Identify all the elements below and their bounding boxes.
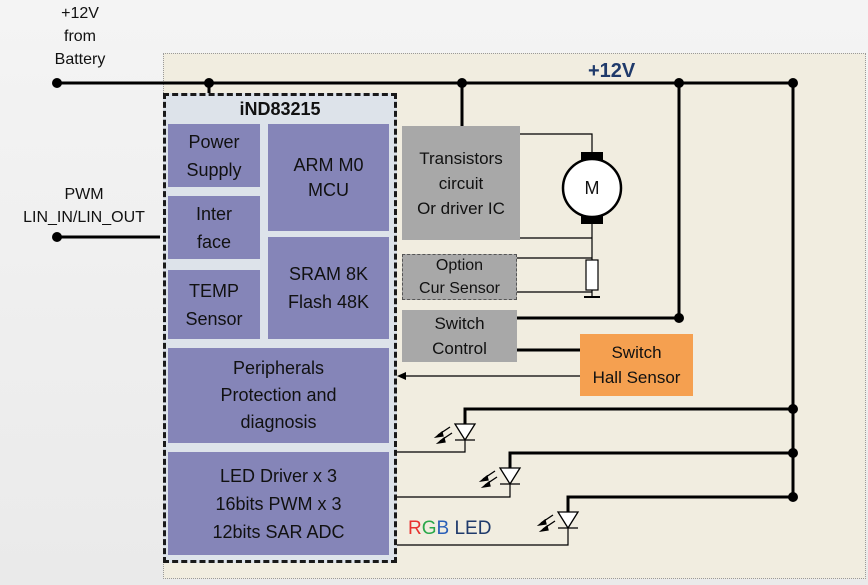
led1-cathode [397,440,466,453]
junction-dot [788,404,798,414]
switch-control-block: Switch Control [402,310,517,362]
sense-resistor [585,259,599,291]
junction-dot [788,492,798,502]
motor-label: M [584,178,600,198]
led-driver-block: LED Driver x 3 16bits PWM x 3 12bits SAR… [168,452,389,555]
led3-diode-icon [536,511,580,532]
rgb-led-text: LED [449,518,492,539]
junction-dot [674,78,684,88]
peripherals-block: Peripherals Protection and diagnosis [168,348,389,443]
rail-12v-label: +12V [588,60,636,82]
junction-dot [204,78,214,88]
led3-anode [566,495,793,512]
junction-dot [788,448,798,458]
rgb-b: B [436,518,450,539]
chip-title: iND83215 [239,99,321,119]
hall-sensor-block: Switch Hall Sensor [580,334,693,396]
temp-sensor-block: TEMP Sensor [168,270,260,339]
transistors-driver-block: Transistors circuit Or driver IC [402,126,520,240]
option-cur-sensor-block: Option Cur Sensor [402,254,517,300]
rgb-r: R [408,518,422,539]
pwm-lin-label: PWM LIN_IN/LIN_OUT [23,186,145,226]
led1-diode-icon [433,423,477,444]
arm-mcu-block: ARM M0 MCU [268,124,389,231]
interface-block: Inter face [168,196,260,259]
junction-dot [457,78,467,88]
battery-terminal-dot [52,78,62,88]
motor-symbol [561,152,623,224]
led1-anode [463,407,793,424]
led2-anode [508,451,793,468]
battery-label: +12V from Battery [54,5,106,68]
led3-cathode [397,528,569,546]
power-supply-block: Power Supply [168,124,260,187]
pwm-terminal-dot [52,232,62,242]
sram-flash-block: SRAM 8K Flash 48K [268,237,389,339]
junction-dot [674,313,684,323]
motor-wire-top [520,133,593,154]
rgb-led-label: RGB LED [408,518,491,540]
led2-diode-icon [478,467,522,488]
rgb-g: G [421,518,437,539]
led2-cathode [397,484,511,498]
junction-dot [788,78,798,88]
